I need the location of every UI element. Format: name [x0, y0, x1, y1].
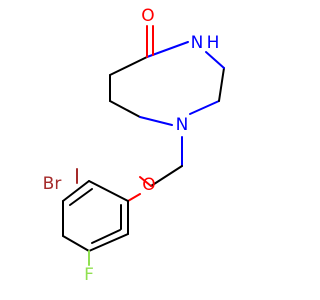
bond-c8-n1 [139, 116, 173, 126]
atom-ether-oxygen: O [142, 175, 155, 195]
bond-c3-n4 [205, 51, 225, 69]
bond-c7-c8 [109, 100, 141, 118]
bond-ar-inner-1 [69, 188, 93, 206]
diazepanone-ring [109, 41, 225, 126]
ethoxy-linker [127, 136, 183, 202]
bond-ar2-ar3 [62, 180, 90, 202]
bond-ch2-ch2 [150, 165, 183, 187]
bond-ar1-ar2 [88, 180, 129, 202]
bond-ar4-ar5 [62, 235, 90, 252]
molecule-diagram: O N H N O Br F [43, 6, 225, 285]
carbonyl-bond [146, 25, 154, 58]
atom-amide-hydrogen: H [207, 33, 220, 53]
atom-bromine: Br [43, 174, 62, 194]
halogen-bonds [76, 168, 90, 266]
bond-ar5-ar6 [88, 233, 129, 252]
bond-n1-c2 [189, 100, 220, 115]
atom-amide-nitrogen: N [191, 33, 204, 53]
bond-ch2-o [139, 176, 152, 187]
benzene-ring [62, 180, 129, 252]
bond-c2-c3 [218, 67, 225, 102]
atom-carbonyl-oxygen: O [141, 6, 154, 26]
bond-ar-inner-2 [91, 229, 121, 244]
bond-o-aryl [127, 193, 141, 202]
atom-amine-nitrogen: N [176, 115, 189, 135]
atom-fluorine: F [84, 265, 94, 285]
bond-c5-c6 [109, 56, 148, 76]
